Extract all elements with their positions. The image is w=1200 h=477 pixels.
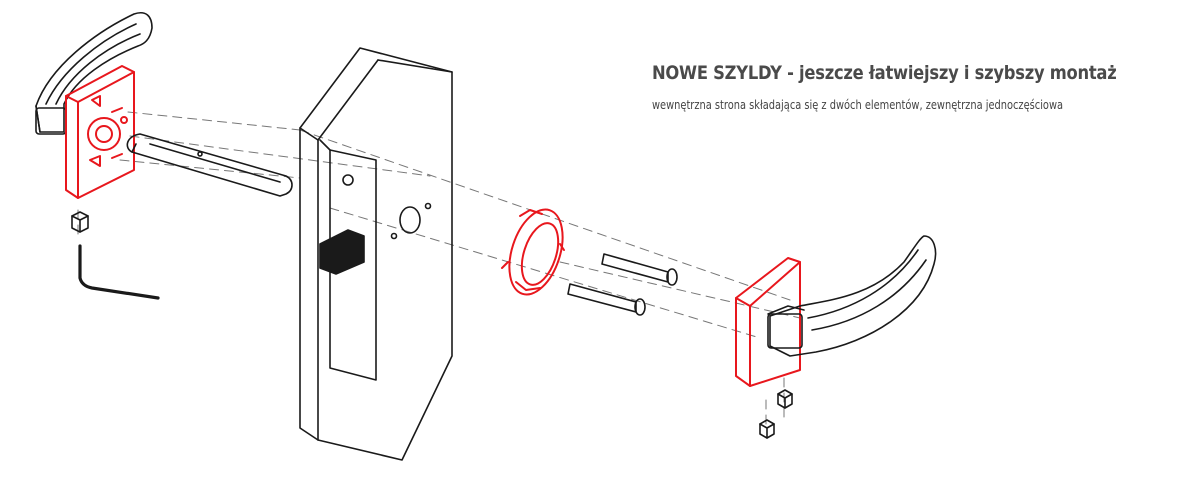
page-subtitle: wewnętrzna strona składająca się z dwóch… xyxy=(652,98,1064,112)
page-title: NOWE SZYLDY - jeszcze łatwiejszy i szybs… xyxy=(652,62,1117,84)
inner-escutcheon-plate xyxy=(65,65,135,199)
through-bolts xyxy=(567,253,678,316)
hex-key xyxy=(78,244,160,300)
grub-screw-inner xyxy=(71,211,89,233)
outer-lever-handle xyxy=(767,235,937,357)
grub-screw-outer xyxy=(759,389,793,439)
mounting-ring xyxy=(501,208,565,296)
square-spindle xyxy=(126,133,293,197)
outer-escutcheon-plate xyxy=(735,257,801,387)
alignment-lines xyxy=(77,111,801,425)
door-with-lock-case xyxy=(299,47,453,461)
